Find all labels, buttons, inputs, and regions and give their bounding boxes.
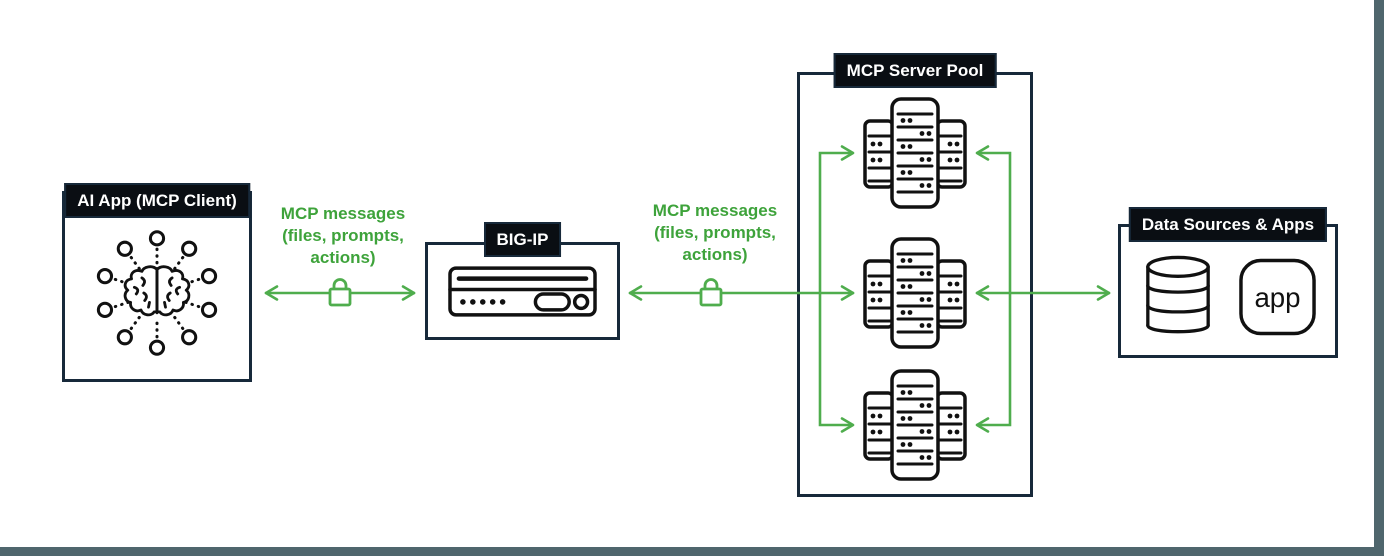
label-line: (files, prompts, <box>654 223 776 242</box>
data-sources-box: Data Sources & Apps app <box>1118 207 1338 358</box>
label-line: (files, prompts, <box>282 226 404 245</box>
client-bigip-label: MCP messages (files, prompts, actions) <box>258 203 428 269</box>
ai-app-box: AI App (MCP Client) <box>62 183 252 382</box>
bigip-box: BIG-IP <box>425 222 620 340</box>
mcp-server-pool-title: MCP Server Pool <box>833 53 997 88</box>
client-bigip-arrow <box>264 285 416 301</box>
right-trim-bar <box>1374 0 1384 556</box>
appliance-icon <box>448 266 597 317</box>
bottom-trim-bar <box>0 547 1384 556</box>
label-line: MCP messages <box>280 204 406 223</box>
label-line: actions) <box>310 248 376 267</box>
data-sources-title: Data Sources & Apps <box>1128 207 1328 242</box>
mcp-server-pool-box: MCP Server Pool <box>797 53 1033 497</box>
padlock-icon <box>699 278 723 307</box>
label-line: actions) <box>682 245 748 264</box>
database-icon <box>1146 255 1210 338</box>
bigip-title: BIG-IP <box>483 222 562 257</box>
brain-network-icon <box>96 230 218 356</box>
ai-app-title: AI App (MCP Client) <box>64 183 250 218</box>
bigip-pool-label: MCP messages (files, prompts, actions) <box>630 200 800 266</box>
server-icon <box>863 369 967 481</box>
app-icon: app <box>1239 258 1316 336</box>
server-icon <box>863 97 967 209</box>
label-line: MCP messages <box>652 201 778 220</box>
app-icon-label: app <box>1254 282 1300 313</box>
padlock-icon <box>328 278 352 307</box>
server-icon <box>863 237 967 349</box>
